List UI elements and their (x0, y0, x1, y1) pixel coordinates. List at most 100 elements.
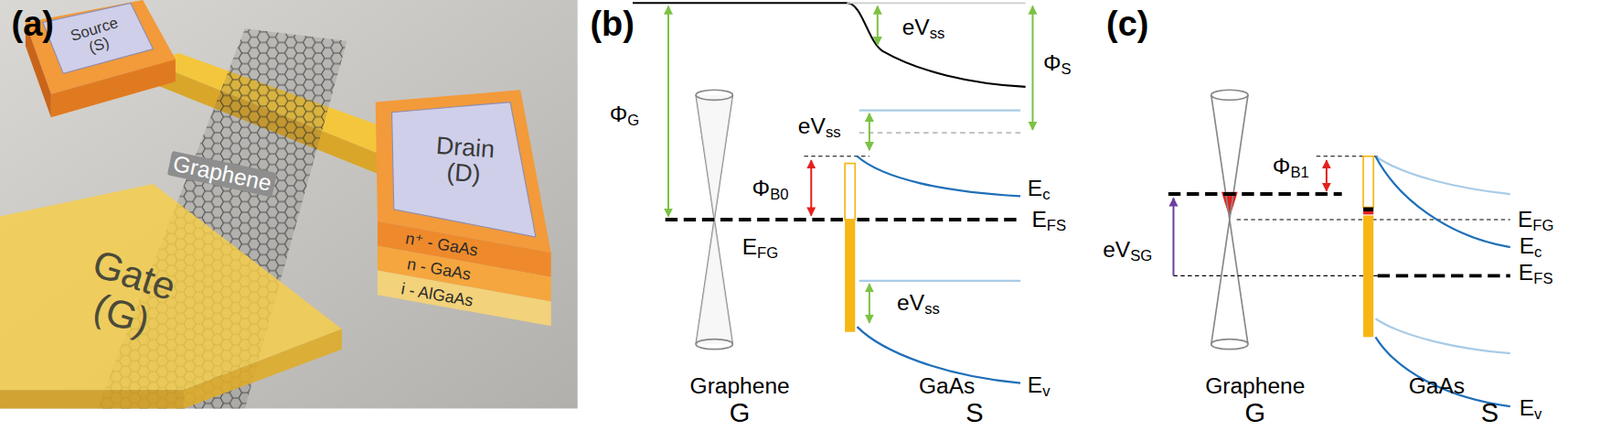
dirac-cone-rim (695, 89, 733, 100)
conduction-band-previous (1375, 156, 1510, 194)
dirac-cone-rim (1211, 89, 1248, 100)
symbol-main: E (1027, 175, 1043, 201)
side-label: G (1244, 399, 1266, 427)
symbol-main: eV (902, 14, 930, 40)
barrier-label: ΦB1 (1272, 155, 1310, 179)
symbol-subscript: ss (929, 25, 946, 43)
symbol-main: E (1031, 206, 1046, 232)
symbol-subscript: c (1534, 243, 1542, 261)
work-function-label: ΦG (609, 103, 640, 127)
interface-states-filled (1363, 215, 1374, 338)
valence-band (1375, 336, 1510, 406)
work-function-label: ΦS (1043, 52, 1072, 75)
symbol-subscript: B1 (1290, 163, 1309, 182)
symbol-main: eV (1102, 236, 1131, 262)
symbol-main: Φ (1043, 50, 1062, 75)
symbol-main: Φ (1272, 153, 1291, 179)
barrier-height-arrow (810, 160, 812, 215)
gate-side (183, 328, 342, 408)
gaas-fermi-level (1377, 273, 1511, 278)
conduction-band (1375, 156, 1510, 247)
side-label: S (1481, 399, 1499, 427)
dirac-cone-fill (695, 219, 733, 344)
symbol-main: Φ (609, 101, 629, 127)
potential-label: eVss (896, 291, 940, 315)
symbol-main: E (742, 234, 758, 259)
symbol-subscript: S (1060, 61, 1071, 79)
interface-states-charged (1363, 211, 1374, 214)
symbol-main: E (1027, 371, 1043, 396)
symbol-subscript: G (627, 111, 640, 129)
symbol-subscript: FS (1533, 269, 1553, 288)
flat-band-fermi (859, 131, 1021, 134)
band-bending-arrow (868, 283, 871, 322)
band-label: Ec (1027, 177, 1051, 201)
dirac-cone-rim (695, 339, 733, 350)
symbol-subscript: v (1042, 382, 1050, 400)
symbol-main: Φ (752, 175, 771, 201)
dirac-cone (1211, 95, 1248, 344)
material-label: Graphene (690, 374, 790, 398)
symbol-main: E (1517, 206, 1533, 232)
bias-arrow (1172, 198, 1174, 277)
symbol-main: E (1518, 259, 1534, 285)
potential-label: eVss (798, 115, 842, 139)
drain-contact: Drain (D) (424, 129, 505, 192)
surface-potential-arrow (876, 6, 879, 45)
drain-contact-pad (392, 102, 536, 237)
flat-band-valence (859, 279, 1021, 282)
source-contact-pad (42, 2, 154, 74)
vacuum-level (632, 2, 1026, 87)
side-label: S (965, 399, 983, 427)
symbol-subscript: ss (825, 124, 842, 142)
panel-letter: (c) (1106, 7, 1149, 43)
interface-states-edge (1363, 207, 1374, 212)
flat-band-conduction (859, 108, 1021, 111)
symbol-subscript: FS (1046, 216, 1067, 235)
symbol-subscript: c (1042, 186, 1050, 204)
gate-front (0, 389, 184, 408)
material-label: Graphene (1205, 374, 1305, 398)
potential-label: eVss (902, 16, 946, 40)
barrier-top-guide (803, 155, 869, 157)
band-label: Ec (1519, 234, 1543, 258)
work-function-arrow (667, 6, 670, 217)
symbol-subscript: ss (924, 300, 940, 319)
fermi-level-label: EFG (1517, 208, 1555, 232)
symbol-subscript: FG (1532, 216, 1554, 235)
symbol-subscript: FG (757, 244, 779, 262)
dirac-cone-rim (1211, 339, 1248, 350)
graphene-fermi-level (1168, 192, 1343, 196)
interface-states-empty (1363, 156, 1374, 208)
barrier-height-arrow (1325, 160, 1328, 191)
fermi-guide (1173, 275, 1377, 277)
vacuum-level-reference (846, 2, 1025, 5)
band-label: Ev (1027, 373, 1051, 396)
work-function-arrow (1031, 6, 1034, 130)
symbol-main: eV (896, 289, 925, 315)
side-label: G (729, 399, 751, 427)
symbol-main: eV (798, 113, 826, 139)
symbol-subscript: v (1534, 405, 1542, 424)
graphene-fermi-level (665, 217, 845, 222)
dirac-cone-fill (695, 95, 733, 220)
band-label: Ev (1519, 396, 1543, 420)
valence-band-previous (1375, 318, 1510, 353)
panel-a-background (0, 0, 578, 408)
conduction-band (857, 156, 1022, 197)
interface-states-filled (844, 219, 855, 332)
band-bending-arrow (868, 113, 871, 150)
symbol-main: E (1519, 394, 1535, 420)
fermi-level-label: EFG (742, 235, 779, 259)
panel-letter: (b) (589, 7, 634, 43)
interface-states-empty (844, 163, 855, 220)
material-label: GaAs (1408, 374, 1465, 398)
gaas-fermi-level (857, 217, 1022, 222)
fermi-level-label: EFS (1031, 208, 1067, 232)
symbol-subscript: B0 (769, 186, 789, 204)
node-text: Drain (D) (427, 132, 502, 189)
symbol-subscript: SG (1130, 247, 1152, 266)
panel-letter: (a) (11, 7, 54, 43)
